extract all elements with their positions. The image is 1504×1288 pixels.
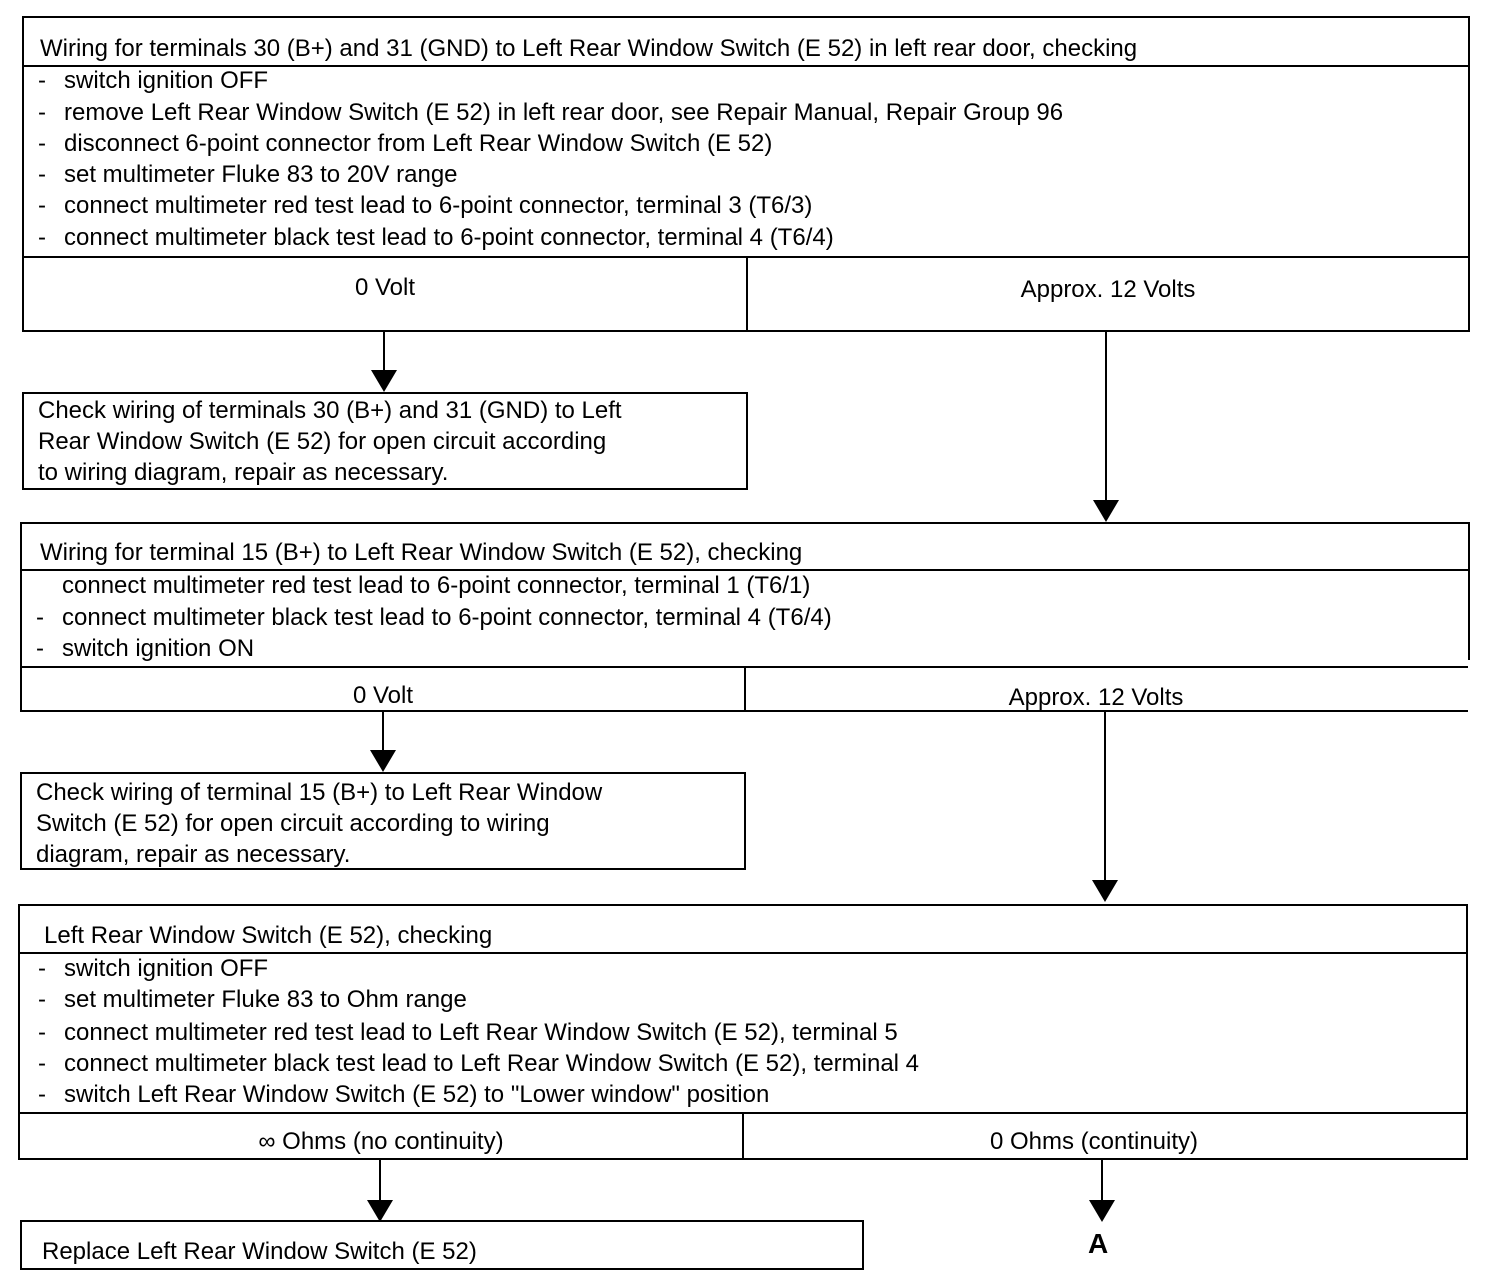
step-item: -switch ignition OFF <box>38 955 269 982</box>
result-divider <box>746 256 748 330</box>
block-title: Wiring for terminal 15 (B+) to Left Rear… <box>40 539 803 566</box>
step-item: -set multimeter Fluke 83 to 20V range <box>38 161 458 188</box>
action-box-repair-wiring-15: Check wiring of terminal 15 (B+) to Left… <box>20 772 746 870</box>
action-line: Check wiring of terminals 30 (B+) and 31… <box>38 397 622 424</box>
result-right: Approx. 12 Volts <box>1008 684 1184 711</box>
result-left: 0 Volt <box>354 274 416 301</box>
result-right: Approx. 12 Volts <box>1020 276 1196 303</box>
step-item: -disconnect 6-point connector from Left … <box>38 130 773 157</box>
action-line: diagram, repair as necessary. <box>36 841 351 868</box>
action-line: to wiring diagram, repair as necessary. <box>38 459 449 486</box>
block-title: Left Rear Window Switch (E 52), checking <box>44 922 493 949</box>
result-right: 0 Ohms (continuity) <box>989 1128 1199 1155</box>
result-divider <box>742 1112 744 1158</box>
step-item: -connect multimeter black test lead to L… <box>38 1050 920 1077</box>
action-box-repair-wiring-30-31: Check wiring of terminals 30 (B+) and 31… <box>22 392 748 490</box>
step-item: connect multimeter red test lead to 6-po… <box>62 572 811 599</box>
action-box-replace-switch: Replace Left Rear Window Switch (E 52) <box>20 1220 864 1270</box>
result-left: ∞ Ohms (no continuity) <box>258 1128 504 1155</box>
step-item: -connect multimeter black test lead to 6… <box>36 604 832 631</box>
flow-arrow-head <box>1089 1200 1115 1222</box>
step-item: -set multimeter Fluke 83 to Ohm range <box>38 986 467 1013</box>
action-line: Replace Left Rear Window Switch (E 52) <box>42 1238 477 1265</box>
action-line: Check wiring of terminal 15 (B+) to Left… <box>36 779 603 806</box>
divider <box>24 65 1468 67</box>
flow-arrow-head <box>370 750 396 772</box>
block-title: Wiring for terminals 30 (B+) and 31 (GND… <box>40 35 1138 62</box>
off-page-connector-a: A <box>1088 1228 1109 1259</box>
step-item: -connect multimeter red test lead to Lef… <box>38 1019 898 1046</box>
box-right-edge <box>1468 522 1470 660</box>
step-item: -connect multimeter red test lead to 6-p… <box>38 192 813 219</box>
divider <box>20 952 1466 954</box>
flow-arrow-line <box>382 712 384 752</box>
flow-arrow-line <box>379 1160 381 1202</box>
check-block-window-switch: Left Rear Window Switch (E 52), checking… <box>18 904 1468 1160</box>
flow-arrow-line <box>383 332 385 372</box>
result-left: 0 Volt <box>352 682 414 709</box>
flow-arrow-line <box>1101 1160 1103 1202</box>
divider <box>22 569 1468 571</box>
step-item: -switch ignition ON <box>36 635 255 662</box>
check-block-terminal-15: Wiring for terminal 15 (B+) to Left Rear… <box>20 522 1470 712</box>
action-line: Rear Window Switch (E 52) for open circu… <box>38 428 607 455</box>
flow-arrow-head <box>1092 880 1118 902</box>
flow-arrow-head <box>371 370 397 392</box>
action-line: Switch (E 52) for open circuit according… <box>36 810 550 837</box>
flow-arrow-head <box>367 1200 393 1222</box>
step-item: -remove Left Rear Window Switch (E 52) i… <box>38 99 1064 126</box>
step-item: -connect multimeter black test lead to 6… <box>38 224 834 251</box>
result-divider <box>744 666 746 712</box>
step-item: -switch ignition OFF <box>38 67 269 94</box>
flow-arrow-line <box>1105 332 1107 502</box>
check-block-terminals-30-31: Wiring for terminals 30 (B+) and 31 (GND… <box>22 16 1470 332</box>
step-item: -switch Left Rear Window Switch (E 52) t… <box>38 1081 770 1108</box>
flow-arrow-head <box>1093 500 1119 522</box>
flow-arrow-line <box>1104 712 1106 882</box>
